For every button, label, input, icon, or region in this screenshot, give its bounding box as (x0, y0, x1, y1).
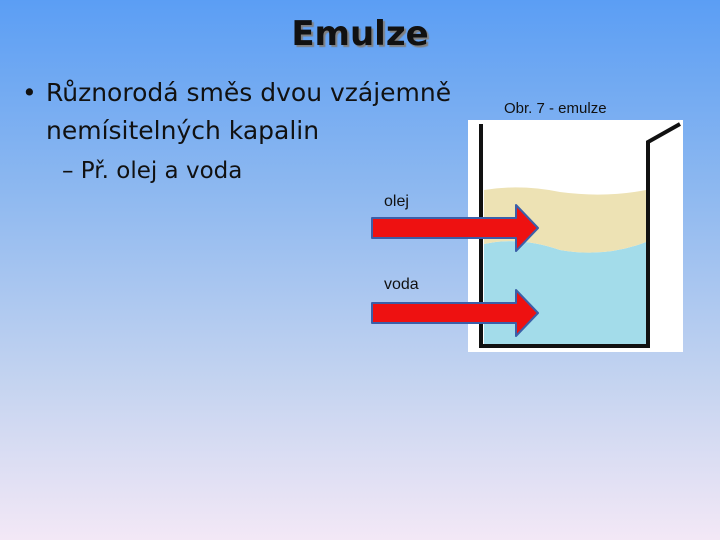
slide-title: Emulze (291, 14, 429, 54)
bullet-sub: – Př. olej a voda (62, 158, 243, 184)
beaker-icon (479, 122, 681, 348)
water-layer (484, 241, 646, 344)
bullet-main-text: Různorodá směs dvou vzájemně nemísitelný… (46, 78, 452, 145)
water-label: voda (384, 276, 419, 293)
oil-label: olej (384, 193, 409, 210)
bullet-main: • Různorodá směs dvou vzájemně nemísitel… (22, 74, 482, 150)
arrow-right-icon (371, 204, 539, 252)
bullet-dot-icon: • (22, 78, 37, 107)
arrow-right-icon (371, 289, 539, 337)
figure-caption: Obr. 7 - emulze (504, 100, 607, 117)
